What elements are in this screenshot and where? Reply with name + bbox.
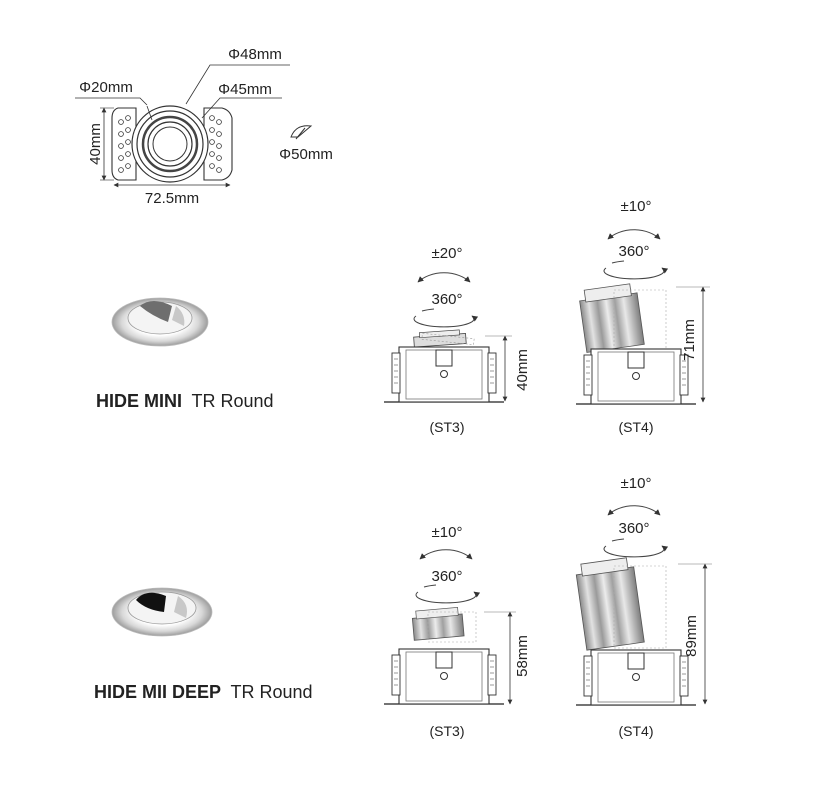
height-dimension: 89mm xyxy=(683,615,700,657)
product-title-hide-mii-deep: HIDE MII DEEP TR Round xyxy=(94,682,313,702)
product-name-bold: HIDE MINI xyxy=(96,391,182,411)
drawing-hide-mini-st4 xyxy=(575,230,710,405)
variant-code: (ST4) xyxy=(619,723,654,739)
product-title-hide-mini: HIDE MINI TR Round xyxy=(96,391,274,411)
variant-code: (ST3) xyxy=(430,723,465,739)
product-name-regular: TR Round xyxy=(191,391,273,411)
height-dimension: 40mm xyxy=(514,349,531,391)
dimension-dia-45: Φ45mm xyxy=(218,81,272,98)
rotation-angle-label: 360° xyxy=(431,291,462,308)
tilt-angle-label: ±10° xyxy=(432,524,463,541)
dimension-cutout: Φ50mm xyxy=(279,146,333,163)
product-name-regular: TR Round xyxy=(230,682,312,702)
tilt-angle-label: ±20° xyxy=(432,245,463,262)
product-name-bold: HIDE MII DEEP xyxy=(94,682,221,702)
product-photo-hide-mii-deep xyxy=(111,587,213,637)
height-dimension: 58mm xyxy=(514,635,531,677)
dimension-dia-20: Φ20mm xyxy=(79,79,133,96)
drawing-hide-mini-st3 xyxy=(383,273,512,403)
tilt-angle-label: ±10° xyxy=(621,475,652,492)
dimension-height-40: 40mm xyxy=(87,123,104,165)
top-view-drawing xyxy=(75,64,313,188)
dimension-dia-48: Φ48mm xyxy=(228,46,282,63)
rotation-angle-label: 360° xyxy=(618,243,649,260)
drawing-hide-mii-deep-st3 xyxy=(383,550,516,705)
rotation-angle-label: 360° xyxy=(431,568,462,585)
variant-code: (ST4) xyxy=(619,419,654,435)
drawing-hide-mii-deep-st4 xyxy=(575,506,712,706)
variant-code: (ST3) xyxy=(430,419,465,435)
dimension-width-725: 72.5mm xyxy=(145,190,199,207)
rotation-angle-label: 360° xyxy=(618,520,649,537)
tilt-angle-label: ±10° xyxy=(621,198,652,215)
height-dimension: 71mm xyxy=(681,319,698,361)
product-photo-hide-mini xyxy=(111,297,209,347)
